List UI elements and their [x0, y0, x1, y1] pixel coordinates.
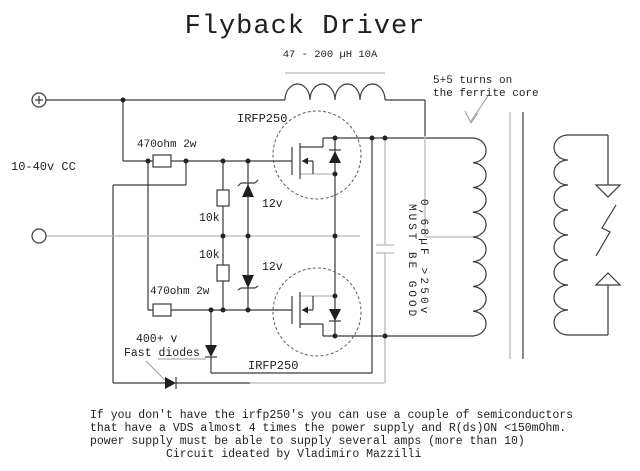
mosfet-top-body-circle: [272, 110, 362, 200]
gate-resistor-top: [152, 154, 172, 168]
spark-gap-electrode-top: [594, 184, 622, 198]
zener-bottom-label: 12v: [262, 261, 283, 274]
zener-bottom: [242, 275, 254, 288]
inductor-coil: [284, 83, 386, 101]
power-terminals: [31, 92, 47, 244]
zener-top-cathode: [237, 179, 259, 187]
secondary-leads: [568, 134, 608, 336]
mosfet-bottom-label: IRFP250: [248, 359, 298, 373]
pulldown-resistor-top-label: 10k: [199, 212, 220, 225]
inductor-label: 47 - 200 µH 10A: [283, 49, 378, 61]
mosfet-bottom-body-diode: [329, 309, 341, 321]
tank-capacitor: [376, 244, 394, 254]
mosfet-top-label: IRFP250: [237, 112, 287, 126]
cross-coupling-wire-1: [112, 161, 250, 384]
input-inductor: [284, 83, 386, 101]
primary-winding: [472, 137, 487, 337]
pulldown-resistor-bottom-label: 10k: [199, 249, 220, 262]
footer-line3: power supply must be able to supply seve…: [90, 435, 525, 448]
mosfet-source-stub-wires: [300, 173, 335, 297]
footer-line4: Circuit ideated by Vladimiro Mazzilli: [166, 448, 421, 461]
mosfet-bottom-symbol: [291, 292, 324, 336]
junction-dots: [120, 97, 388, 339]
capacitor-plates: [376, 244, 394, 254]
spark-gap: [594, 135, 622, 335]
lightning-bolt-icon: [595, 204, 617, 257]
plus-icon: [35, 96, 43, 104]
fast-diode-note-line1: 400+ v: [136, 333, 178, 346]
secondary-winding: [553, 134, 569, 336]
gate-resistors: [152, 154, 230, 317]
capacitor-branch-wire: [250, 138, 386, 384]
turns-note-arrow: [464, 95, 489, 124]
capacitor-note-line2: MUST BE GOOD: [405, 204, 417, 319]
transformer: [472, 112, 608, 359]
fast-diode-pointer-line: [145, 360, 166, 381]
fast-diodes: [165, 345, 217, 389]
mosfet-top: [272, 110, 362, 200]
transformer-note-line1: 5+5 turns on: [433, 75, 512, 87]
gate-resistor-top-label: 470ohm 2w: [137, 139, 197, 151]
gate-resistor-bottom: [152, 303, 172, 317]
pulldown-resistor-bottom: [216, 264, 230, 282]
mosfet-top-arrow: [302, 157, 308, 165]
footer-line1: If you don't have the irfp250's you can …: [90, 409, 573, 422]
transformer-note-line2: the ferrite core: [433, 88, 539, 100]
gate-resistor-bottom-label: 470ohm 2w: [150, 286, 210, 298]
minus-terminal: [31, 228, 47, 244]
spark-gap-electrode-bottom: [594, 272, 622, 286]
center-tap-feed-wire: [424, 136, 473, 238]
pulldown-resistor-top: [216, 189, 230, 207]
fast-diode-note-line2: Fast diodes: [124, 347, 200, 360]
mosfet-bottom: [272, 267, 362, 357]
cross-coupling-wire-2: [210, 138, 373, 374]
fast-diode-left: [165, 377, 176, 389]
capacitor-note-line1: 0,68µF >250v: [417, 199, 429, 317]
footer-line2: that have a VDS almost 4 times the power…: [90, 422, 566, 435]
zener-top: [242, 184, 254, 197]
fast-diode-right: [205, 345, 217, 357]
zener-diodes: [237, 179, 259, 291]
zener-top-label: 12v: [262, 198, 283, 211]
annotation-pointers: [145, 95, 489, 381]
supply-label: 10-40v CC: [11, 160, 76, 174]
zener-bottom-cathode: [237, 285, 259, 291]
mosfet-top-body-diode: [329, 151, 341, 163]
mosfet-top-symbol: [291, 137, 335, 179]
page-title: Flyback Driver: [185, 12, 426, 42]
gray-wires: [46, 72, 473, 384]
mosfet-bottom-arrow: [302, 306, 308, 314]
top-rail-wire: [46, 99, 426, 136]
mosfet-bottom-body-circle: [272, 267, 362, 357]
